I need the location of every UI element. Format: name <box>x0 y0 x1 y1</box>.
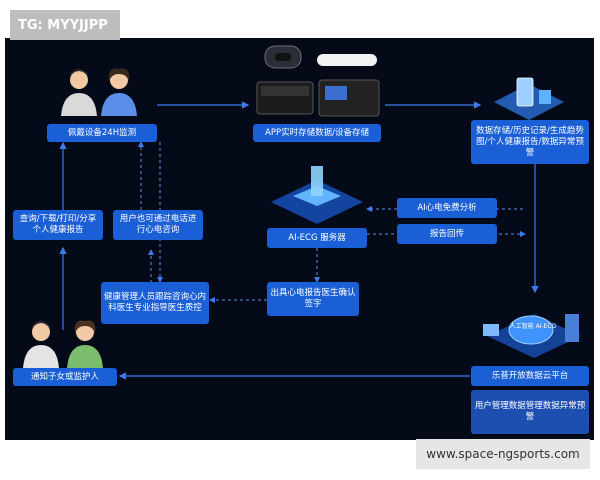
node-health-mgmt: 健康管理人员跟踪咨询心内科医生专业指导医生质控 <box>101 282 209 324</box>
tg-watermark: TG: MYYJJPP <box>10 10 120 40</box>
node-report-back: 报告回传 <box>397 224 497 244</box>
node-cloud: 乐普开放数据云平台 <box>471 366 589 386</box>
node-data-store: 数据存储/历史记录/生成趋势图/个人健康报告/数据异常预警 <box>471 120 589 164</box>
node-query: 查询/下载/打印/分享个人健康报告 <box>13 210 103 240</box>
site-watermark: www.space-ngsports.com <box>416 439 590 469</box>
node-ecg-report: 出具心电报告医生确认签字 <box>267 282 359 316</box>
node-notify: 通知子女或监护人 <box>13 368 117 386</box>
server-icon <box>271 166 363 224</box>
users-icon <box>61 68 137 116</box>
flow-diagram-panel: 人工智能 AI-ECG 佩戴设备24H监测 APP实时存储数据/设备存储 数据存… <box>5 38 594 440</box>
wearable-devices-icon <box>256 45 380 117</box>
node-server: AI-ECG 服务器 <box>267 228 367 248</box>
node-wearable: 佩戴设备24H监测 <box>47 124 157 142</box>
guardians-icon <box>23 320 103 368</box>
cloud-platform-icon <box>483 314 581 358</box>
cloud-ai-label: 人工智能 AI-ECG <box>509 323 557 330</box>
node-app: APP实时存储数据/设备存储 <box>253 124 381 142</box>
node-consult: 用户也可通过电话进行心电咨询 <box>113 210 203 240</box>
node-ai-analysis: AI心电免费分析 <box>397 198 497 218</box>
node-cloud-funcs: 用户管理数据管理数据异常预警 <box>471 390 589 434</box>
data-storage-icon <box>494 77 564 120</box>
